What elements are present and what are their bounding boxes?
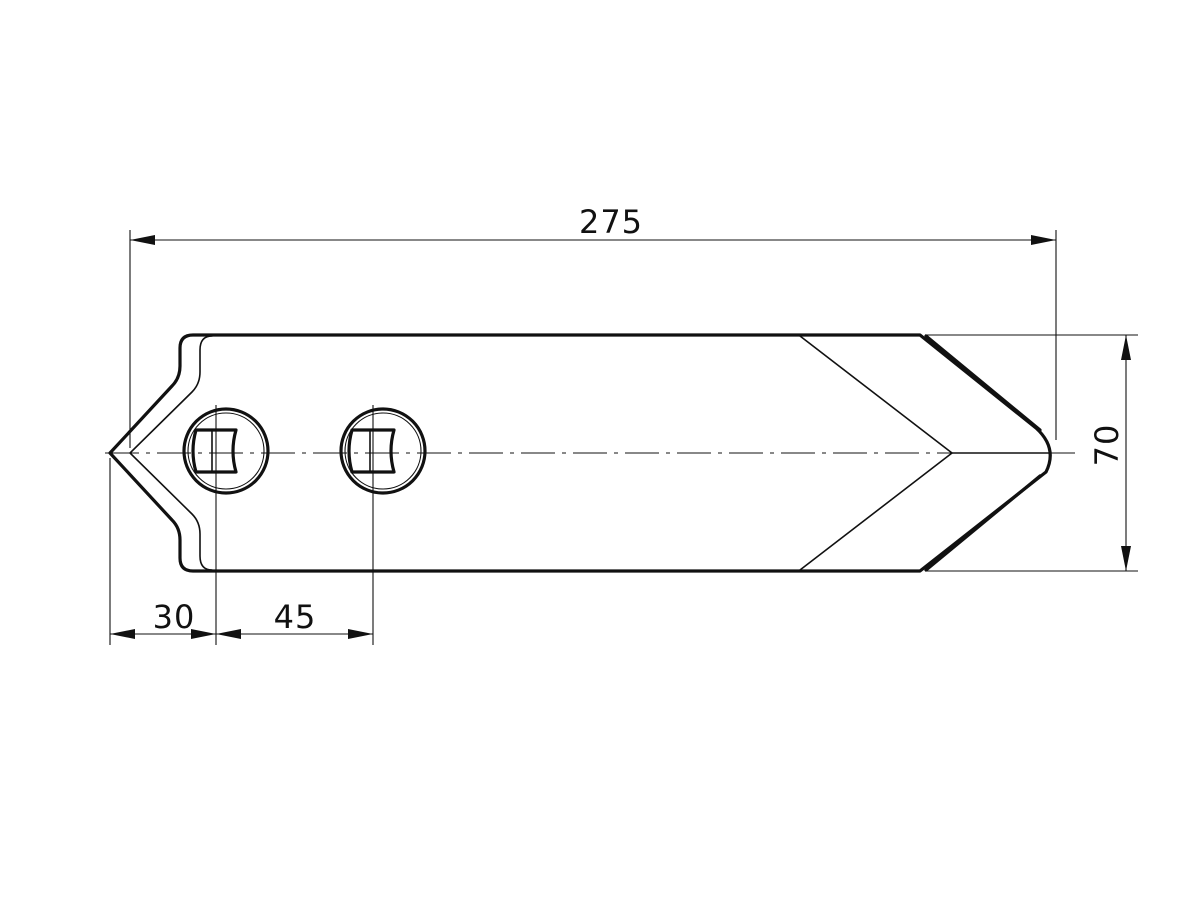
dimension-label-30: 30 <box>153 598 196 636</box>
hole-2-thread <box>344 412 422 490</box>
arrow-70-top <box>1121 335 1131 360</box>
dimension-hole-spacing: 45 <box>216 500 374 645</box>
bevel-line-edge-top <box>924 334 1042 432</box>
hole-1-inner <box>191 428 238 474</box>
arrow-45-right <box>348 629 373 639</box>
arrow-275-right <box>1031 235 1056 245</box>
arrow-30-right <box>191 629 216 639</box>
dimension-label-45: 45 <box>274 598 317 636</box>
blade-outline <box>108 333 1052 573</box>
hole-2-inner <box>347 428 396 474</box>
arrow-275-left <box>130 235 155 245</box>
arrow-30-left <box>110 629 135 639</box>
dimension-label-275: 275 <box>579 203 643 241</box>
dimension-tip-to-hole: 30 <box>109 458 217 645</box>
dimension-overall-length: 275 <box>129 203 1057 448</box>
arrow-70-bottom <box>1121 546 1131 571</box>
mounting-hole-2 <box>339 405 427 500</box>
dimension-width: 70 <box>925 334 1138 572</box>
dimension-label-70: 70 <box>1088 424 1126 467</box>
hole-1-outer <box>182 407 270 495</box>
bevel-line-edge-bottom <box>924 474 1042 572</box>
hole-1-thread <box>187 412 265 490</box>
arrow-45-left <box>216 629 241 639</box>
hole-2-outer <box>339 407 427 495</box>
